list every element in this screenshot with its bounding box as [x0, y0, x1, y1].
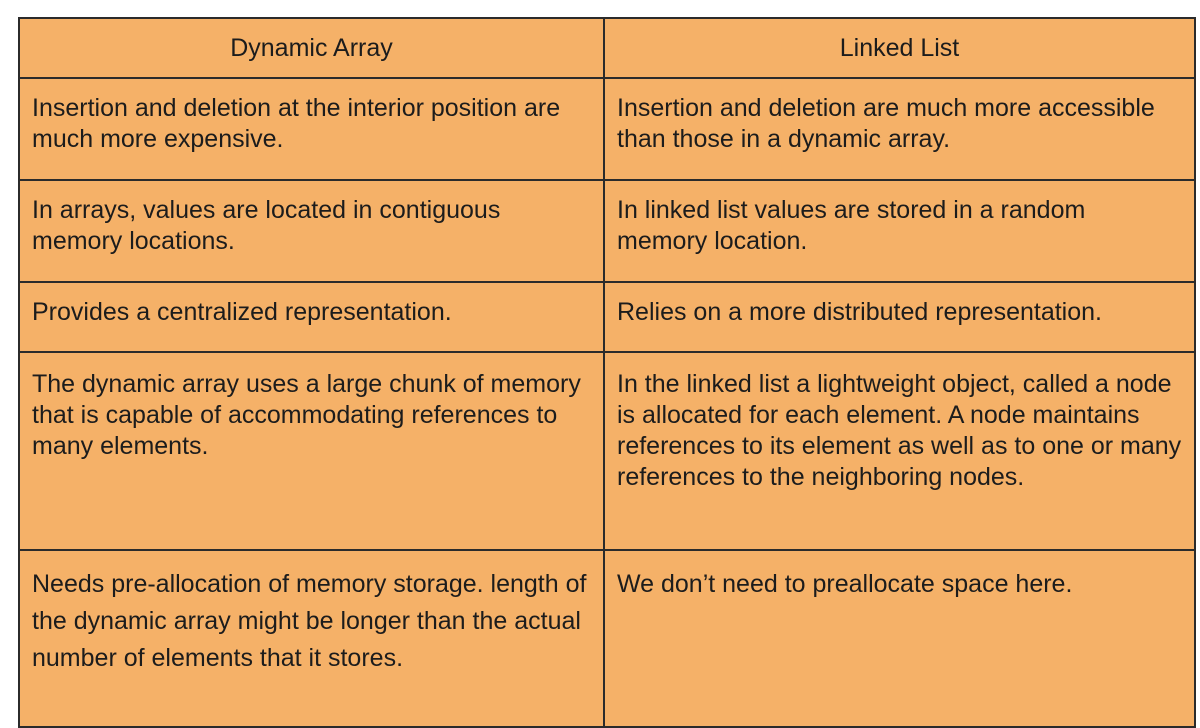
table-row: Provides a centralized representation. R…: [18, 281, 1196, 353]
table-row: Needs pre-allocation of memory storage. …: [18, 549, 1196, 728]
cell-text: In linked list values are stored in a ra…: [617, 196, 1086, 255]
cell-dynamic-array: Insertion and deletion at the interior p…: [18, 77, 605, 181]
cell-dynamic-array: In arrays, values are located in contigu…: [18, 179, 605, 283]
comparison-table: Dynamic Array Linked List Insertion and …: [18, 17, 1196, 728]
cell-linked-list: Insertion and deletion are much more acc…: [603, 77, 1196, 181]
table-row: The dynamic array uses a large chunk of …: [18, 351, 1196, 551]
cell-text: Provides a centralized representation.: [32, 298, 452, 326]
table-row: In arrays, values are located in contigu…: [18, 179, 1196, 283]
comparison-table-container: Dynamic Array Linked List Insertion and …: [18, 17, 1196, 728]
cell-linked-list: In the linked list a lightweight object,…: [603, 351, 1196, 551]
cell-dynamic-array: Needs pre-allocation of memory storage. …: [18, 549, 605, 728]
cell-text: We don’t need to preallocate space here.: [617, 570, 1073, 598]
cell-text: Needs pre-allocation of memory storage. …: [32, 570, 587, 672]
cell-text: Insertion and deletion are much more acc…: [617, 94, 1155, 153]
header-linked-list-label: Linked List: [839, 33, 960, 62]
header-dynamic-array-label: Dynamic Array: [230, 33, 393, 62]
cell-linked-list: We don’t need to preallocate space here.: [603, 549, 1196, 728]
cell-text: Insertion and deletion at the interior p…: [32, 94, 561, 153]
cell-dynamic-array: Provides a centralized representation.: [18, 281, 605, 353]
cell-dynamic-array: The dynamic array uses a large chunk of …: [18, 351, 605, 551]
cell-text: Relies on a more distributed representat…: [617, 298, 1102, 326]
cell-text: In the linked list a lightweight object,…: [617, 370, 1182, 491]
cell-text: In arrays, values are located in contigu…: [32, 196, 501, 255]
cell-linked-list: Relies on a more distributed representat…: [603, 281, 1196, 353]
cell-text: The dynamic array uses a large chunk of …: [32, 370, 581, 460]
cell-linked-list: In linked list values are stored in a ra…: [603, 179, 1196, 283]
header-dynamic-array: Dynamic Array: [18, 17, 605, 79]
header-linked-list: Linked List: [603, 17, 1196, 79]
table-row: Insertion and deletion at the interior p…: [18, 77, 1196, 181]
table-header-row: Dynamic Array Linked List: [18, 17, 1196, 79]
